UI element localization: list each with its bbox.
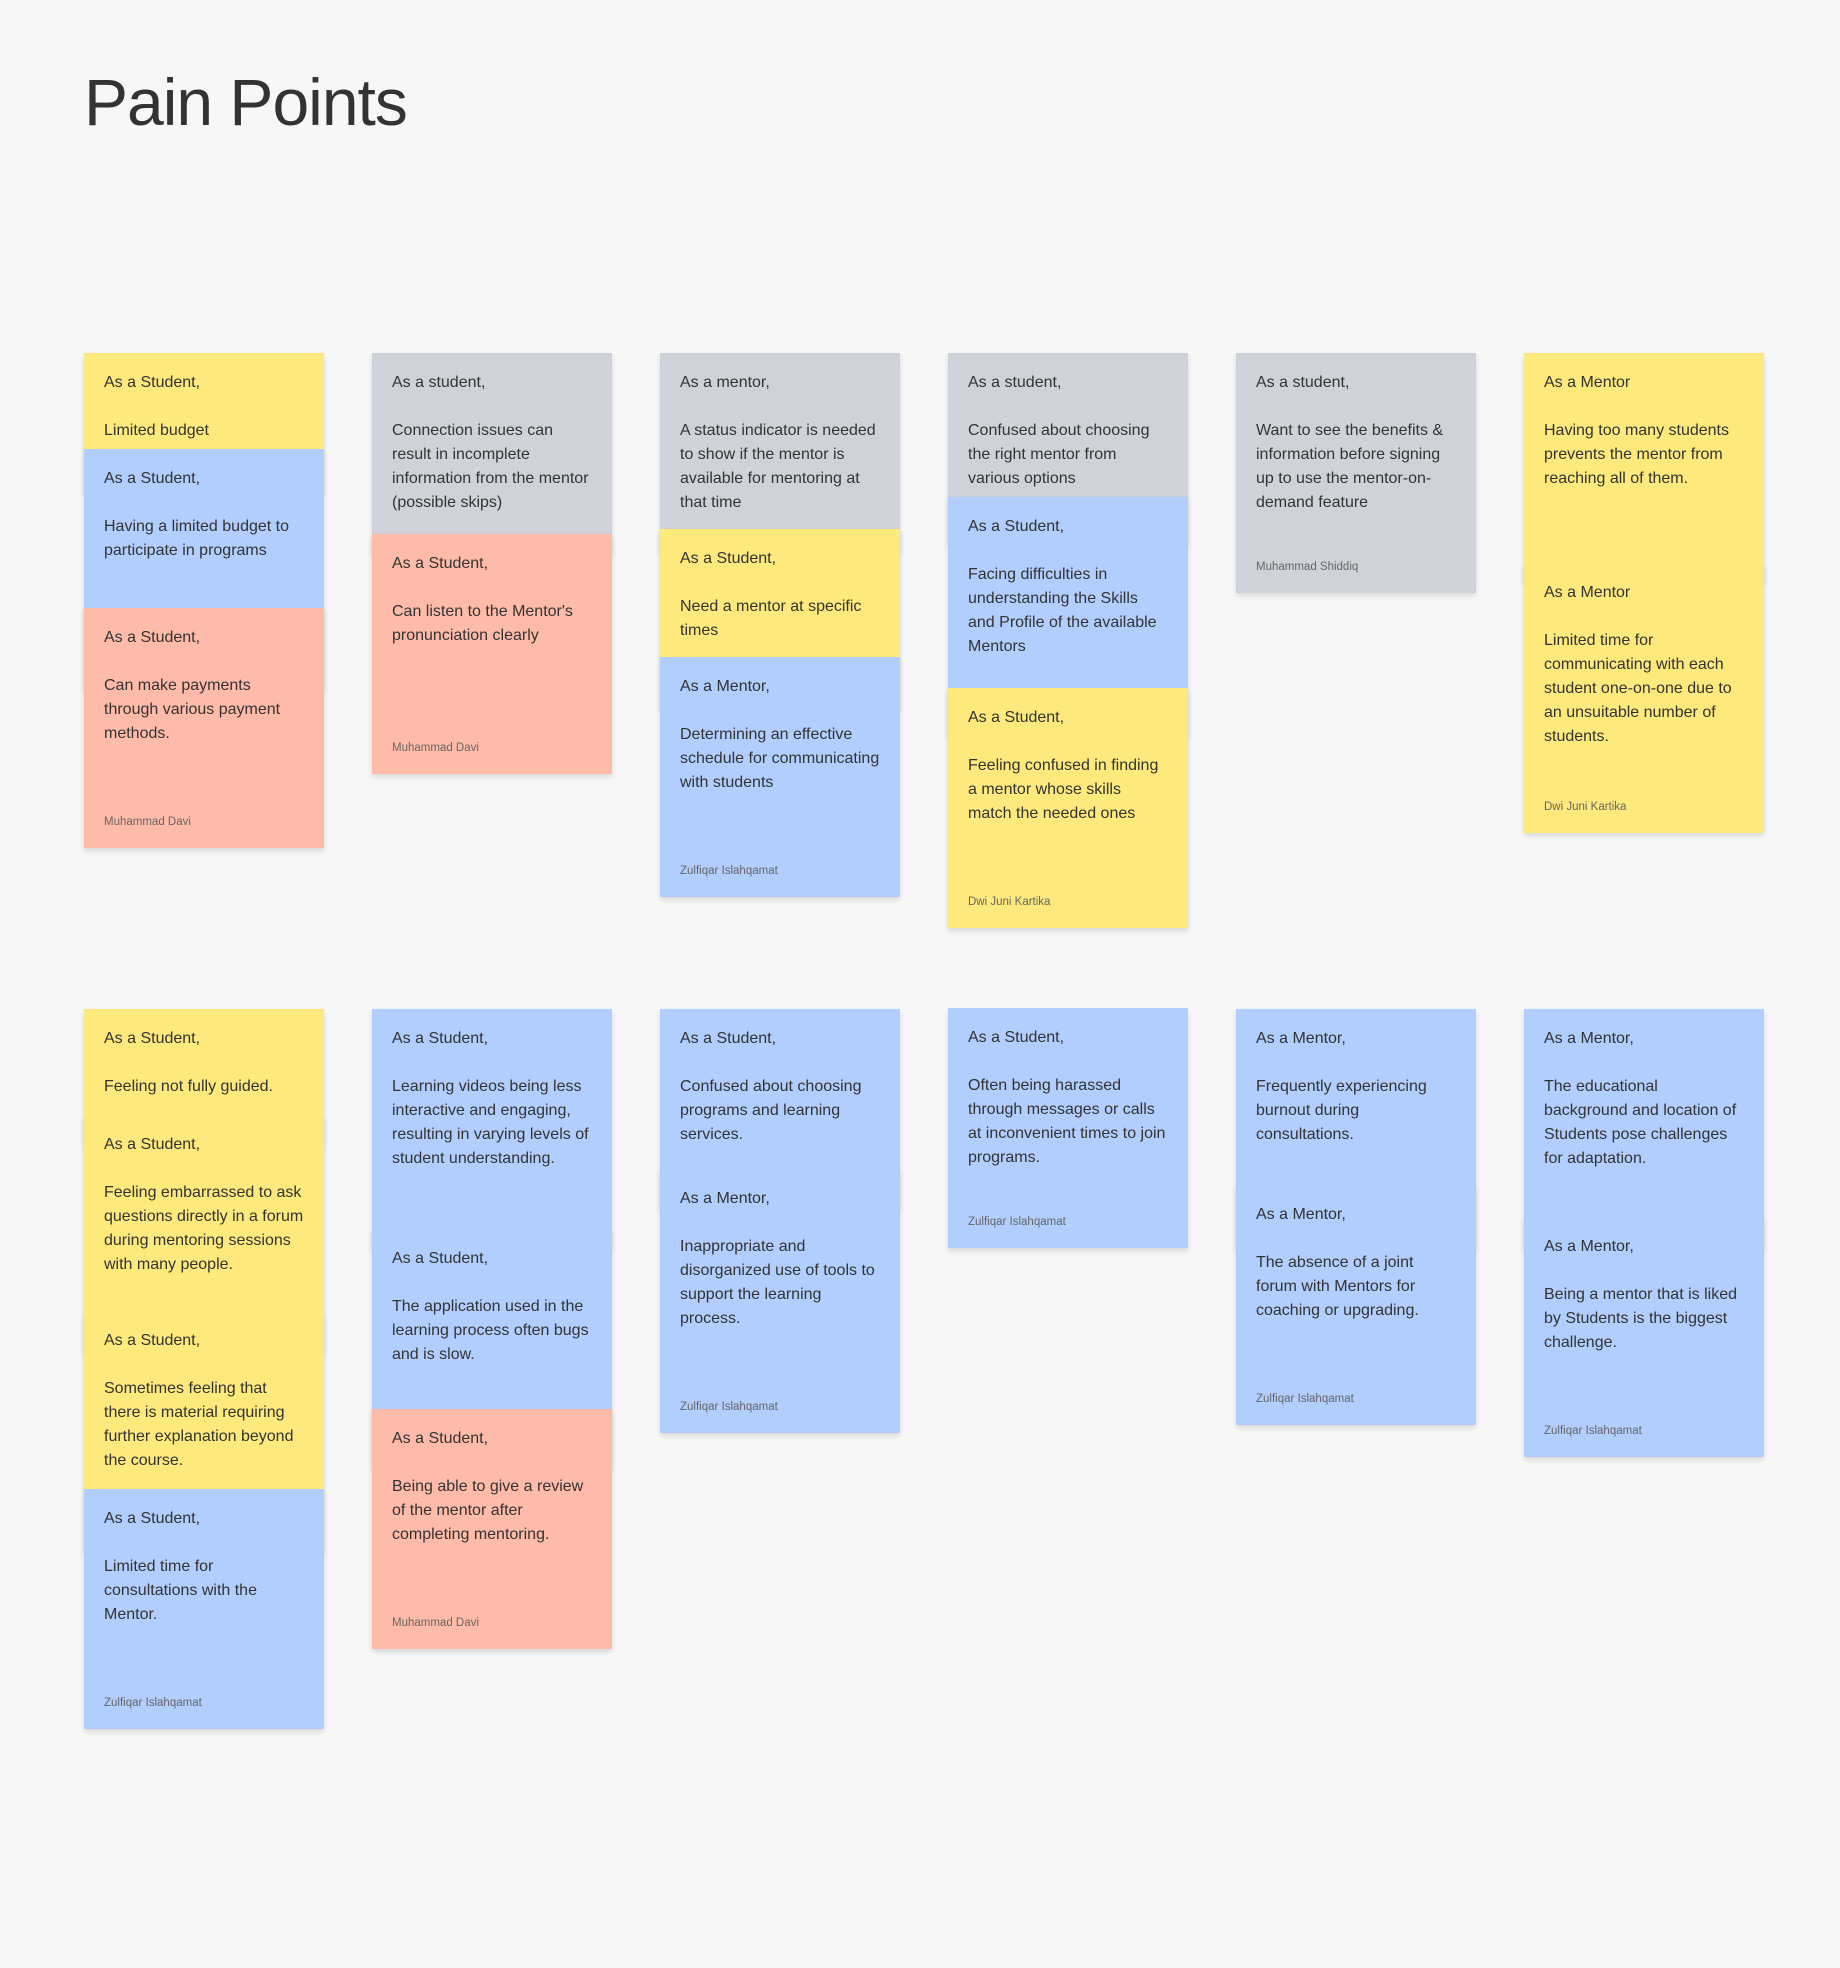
note-role: As a Mentor, xyxy=(680,678,770,695)
note-role: As a Student, xyxy=(968,709,1065,726)
note-text: Connection issues can result in incomple… xyxy=(392,422,589,511)
note-role: As a Student, xyxy=(104,1332,201,1349)
sticky-note[interactable]: As a Student, Limited time for consultat… xyxy=(84,1489,324,1729)
page-title: Pain Points xyxy=(84,65,408,139)
note-role: As a Student, xyxy=(968,1029,1065,1046)
note-text: Having a limited budget to participate i… xyxy=(104,518,289,559)
sticky-note[interactable]: As a Student, Feeling confused in findin… xyxy=(948,688,1188,928)
note-text: Frequently experiencing burnout during c… xyxy=(1256,1078,1427,1143)
note-text: The educational background and location … xyxy=(1544,1078,1737,1167)
sticky-note[interactable]: As a Student, Learning videos being less… xyxy=(372,1009,612,1249)
note-author: Zulfiqar Islahqamat xyxy=(680,1401,778,1413)
note-role: As a Mentor, xyxy=(680,1190,770,1207)
note-author: Zulfiqar Islahqamat xyxy=(104,1697,202,1709)
note-author: Muhammad Davi xyxy=(392,742,479,754)
note-role: As a Student, xyxy=(392,555,489,572)
note-role: As a Mentor, xyxy=(1544,1030,1634,1047)
note-text: Limited time for communicating with each… xyxy=(1544,632,1732,745)
note-text: A status indicator is needed to show if … xyxy=(680,422,876,511)
note-role: As a Student, xyxy=(392,1030,489,1047)
note-role: As a Student, xyxy=(680,1030,777,1047)
note-text: Want to see the benefits & information b… xyxy=(1256,422,1444,511)
note-role: As a Student, xyxy=(392,1430,489,1447)
note-author: Dwi Juni Kartika xyxy=(968,896,1051,908)
note-text: Often being harassed through messages or… xyxy=(968,1077,1166,1166)
note-role: As a Mentor xyxy=(1544,584,1631,601)
note-role: As a Mentor, xyxy=(1256,1030,1346,1047)
note-text: Learning videos being less interactive a… xyxy=(392,1078,589,1167)
note-role: As a Student, xyxy=(104,1030,201,1047)
sticky-note[interactable]: As a Mentor, The absence of a joint foru… xyxy=(1236,1185,1476,1425)
note-text: Can listen to the Mentor's pronunciation… xyxy=(392,603,573,644)
note-text: Limited time for consultations with the … xyxy=(104,1558,257,1623)
note-role: As a Mentor, xyxy=(1256,1206,1346,1223)
note-text: Confused about choosing programs and lea… xyxy=(680,1078,862,1143)
sticky-note[interactable]: As a Student, Being able to give a revie… xyxy=(372,1409,612,1649)
sticky-note[interactable]: As a Student, Often being harassed throu… xyxy=(948,1008,1188,1248)
note-role: As a Mentor xyxy=(1544,374,1631,391)
sticky-note[interactable]: As a Mentor Having too many students pre… xyxy=(1524,353,1764,583)
sticky-note[interactable]: As a student, Want to see the benefits &… xyxy=(1236,353,1476,593)
note-author: Muhammad Davi xyxy=(104,816,191,828)
note-author: Muhammad Shiddiq xyxy=(1256,561,1359,573)
note-author: Zulfiqar Islahqamat xyxy=(1256,1393,1354,1405)
sticky-note[interactable]: As a Student, Can make payments through … xyxy=(84,608,324,848)
note-text: The application used in the learning pro… xyxy=(392,1298,589,1363)
sticky-note[interactable]: As a Mentor Limited time for communicati… xyxy=(1524,563,1764,833)
note-role: As a Student, xyxy=(968,518,1065,535)
note-text: Sometimes feeling that there is material… xyxy=(104,1380,294,1469)
note-role: As a mentor, xyxy=(680,374,770,391)
note-role: As a Mentor, xyxy=(1544,1238,1634,1255)
note-text: Limited budget xyxy=(104,422,209,439)
sticky-note[interactable]: As a Mentor, The educational background … xyxy=(1524,1009,1764,1249)
note-text: Confused about choosing the right mentor… xyxy=(968,422,1150,487)
note-text: Having too many students prevents the me… xyxy=(1544,422,1729,487)
note-role: As a Student, xyxy=(104,374,201,391)
note-role: As a Student, xyxy=(104,1136,201,1153)
note-text: Inappropriate and disorganized use of to… xyxy=(680,1238,875,1327)
note-role: As a Student, xyxy=(104,470,201,487)
sticky-note[interactable]: As a Mentor, Inappropriate and disorgani… xyxy=(660,1169,900,1433)
note-role: As a student, xyxy=(1256,374,1350,391)
note-author: Zulfiqar Islahqamat xyxy=(968,1216,1066,1228)
note-text: Facing difficulties in understanding the… xyxy=(968,566,1157,655)
sticky-note[interactable]: As a Mentor, Being a mentor that is like… xyxy=(1524,1217,1764,1457)
note-text: Feeling not fully guided. xyxy=(104,1078,273,1095)
note-text: Being able to give a review of the mento… xyxy=(392,1478,584,1543)
note-text: The absence of a joint forum with Mentor… xyxy=(1256,1254,1419,1319)
note-author: Zulfiqar Islahqamat xyxy=(1544,1425,1642,1437)
note-role: As a Student, xyxy=(104,629,201,646)
note-text: Determining an effective schedule for co… xyxy=(680,726,880,791)
sticky-note[interactable]: As a student, Connection issues can resu… xyxy=(372,353,612,553)
sticky-note[interactable]: As a Mentor, Determining an effective sc… xyxy=(660,657,900,897)
note-role: As a student, xyxy=(968,374,1062,391)
note-author: Muhammad Davi xyxy=(392,1617,479,1629)
note-role: As a student, xyxy=(392,374,486,391)
note-author: Zulfiqar Islahqamat xyxy=(680,865,778,877)
note-text: Need a mentor at specific times xyxy=(680,598,862,639)
note-role: As a Student, xyxy=(104,1510,201,1527)
note-text: Being a mentor that is liked by Students… xyxy=(1544,1286,1737,1351)
note-text: Feeling confused in finding a mentor who… xyxy=(968,757,1159,822)
sticky-note[interactable]: As a mentor, A status indicator is neede… xyxy=(660,353,900,553)
note-text: Feeling embarrassed to ask questions dir… xyxy=(104,1184,304,1273)
note-role: As a Student, xyxy=(392,1250,489,1267)
note-role: As a Student, xyxy=(680,550,777,567)
note-text: Can make payments through various paymen… xyxy=(104,677,281,742)
note-author: Dwi Juni Kartika xyxy=(1544,801,1627,813)
sticky-note[interactable]: As a Student, Can listen to the Mentor's… xyxy=(372,534,612,774)
